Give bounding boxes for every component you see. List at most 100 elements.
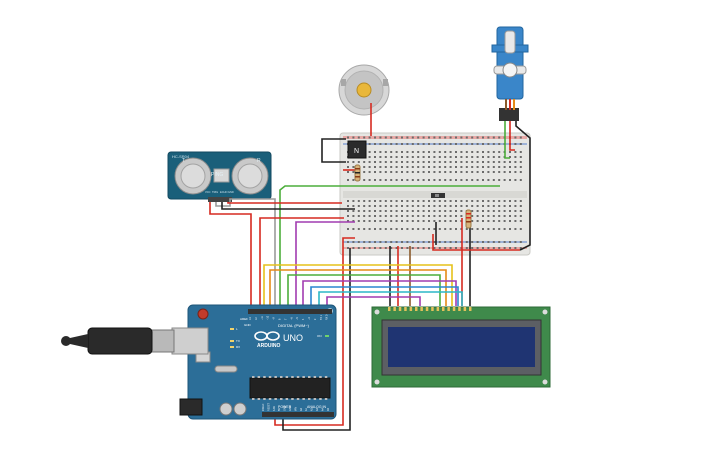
breadboard-hole — [449, 200, 452, 202]
servo-horn[interactable] — [504, 30, 516, 54]
reset-button[interactable] — [197, 308, 209, 320]
power-analog-pin-label: A0 — [300, 407, 303, 411]
breadboard-hole — [395, 143, 398, 145]
ultrasonic-sensor[interactable]: HC-SR04 PING T R VCC TRIG ECHO GND — [167, 151, 272, 202]
breadboard-hole — [498, 220, 501, 222]
breadboard-hole — [406, 151, 409, 153]
breadboard-hole — [433, 241, 436, 243]
lcd-16x2[interactable] — [371, 306, 551, 388]
breadboard-hole — [406, 136, 409, 139]
breadboard-hole — [395, 210, 398, 212]
breadboard-hole — [422, 179, 425, 181]
breadboard-hole — [417, 161, 420, 163]
mount-hole — [374, 309, 380, 315]
breadboard-hole — [401, 171, 403, 173]
chip-pins — [252, 376, 328, 400]
breadboard-hole — [498, 166, 501, 168]
resistor-motor[interactable] — [354, 164, 361, 182]
breadboard-hole — [444, 143, 447, 145]
breadboard-hole — [411, 156, 414, 158]
lcd-pin — [425, 307, 429, 311]
breadboard-hole — [438, 200, 441, 202]
breadboard-hole — [503, 161, 506, 163]
breadboard-hole — [449, 143, 452, 145]
breadboard-hole — [406, 166, 409, 168]
breadboard-hole — [444, 166, 447, 168]
breadboard-hole — [449, 166, 452, 168]
breadboard-hole — [417, 220, 420, 222]
breadboard-hole — [492, 151, 495, 153]
resistor-lcd[interactable] — [465, 209, 472, 229]
breadboard-hole — [438, 161, 441, 163]
breadboard-hole — [444, 205, 447, 207]
dc-motor[interactable] — [338, 64, 390, 116]
breadboard-hole — [411, 136, 414, 139]
breadboard-hole — [428, 143, 430, 145]
resistor-band — [355, 176, 360, 178]
resistor-band — [355, 168, 360, 170]
breadboard-hole — [444, 161, 447, 163]
breadboard-hole — [401, 151, 403, 153]
servo-motor[interactable] — [491, 26, 529, 121]
breadboard-hole — [395, 161, 398, 163]
breadboard-hole — [519, 151, 522, 153]
breadboard-hole — [357, 228, 360, 230]
chip-pin — [285, 376, 289, 378]
breadboard-hole — [482, 143, 484, 145]
breadboard-hole — [433, 220, 436, 222]
breadboard-hole — [390, 205, 393, 207]
breadboard-hole — [352, 205, 355, 207]
breadboard-hole — [487, 215, 490, 217]
slide-switch[interactable] — [431, 193, 445, 198]
breadboard-hole — [374, 156, 376, 158]
digital-pin-label: ~3 — [308, 317, 311, 320]
power-analog-pin-label: 3.3V — [273, 406, 276, 411]
breadboard-hole — [401, 205, 403, 207]
breadboard-hole — [422, 200, 425, 202]
digital-header — [248, 309, 332, 314]
breadboard-hole — [514, 179, 517, 181]
breadboard-hole — [411, 143, 414, 145]
chip-pin — [274, 398, 277, 400]
breadboard-hole — [514, 136, 517, 139]
breadboard-hole — [492, 215, 495, 217]
breadboard-hole — [384, 161, 387, 163]
breadboard-hole — [471, 228, 474, 230]
resistor-band — [466, 217, 471, 219]
led-tx — [230, 340, 234, 342]
breadboard-hole — [455, 156, 457, 158]
transistor[interactable]: N — [347, 140, 367, 159]
breadboard-hole — [395, 151, 398, 153]
breadboard-hole — [374, 247, 376, 249]
chip-pin — [280, 398, 283, 400]
ultrasonic-receiver-mesh — [237, 163, 263, 189]
breadboard-hole — [406, 241, 409, 243]
breadboard-hole — [438, 205, 441, 207]
breadboard-hole — [368, 241, 371, 243]
breadboard-hole — [390, 171, 393, 173]
digital-pin-label: 2 — [314, 318, 317, 320]
usb-plug[interactable] — [61, 327, 209, 355]
motor-terminal-left — [341, 79, 346, 86]
breadboard-hole — [498, 171, 501, 173]
breadboard-hole — [519, 215, 522, 217]
breadboard-hole — [514, 143, 517, 145]
breadboard-hole — [384, 151, 387, 153]
breadboard-hole — [433, 215, 436, 217]
breadboard-hole — [417, 247, 420, 249]
breadboard-hole — [487, 241, 490, 243]
dc-barrel-jack[interactable] — [179, 398, 203, 416]
breadboard-hole — [498, 151, 501, 153]
breadboard-hole — [422, 220, 425, 222]
breadboard-hole — [492, 161, 495, 163]
breadboard-hole — [411, 247, 414, 249]
breadboard-hole — [417, 166, 420, 168]
breadboard-hole — [422, 210, 425, 212]
breadboard-hole — [460, 210, 463, 212]
breadboard-hole — [395, 215, 398, 217]
breadboard-hole — [444, 151, 447, 153]
breadboard-hole — [357, 161, 360, 163]
breadboard-hole — [492, 210, 495, 212]
led-l-label: L — [236, 327, 238, 331]
